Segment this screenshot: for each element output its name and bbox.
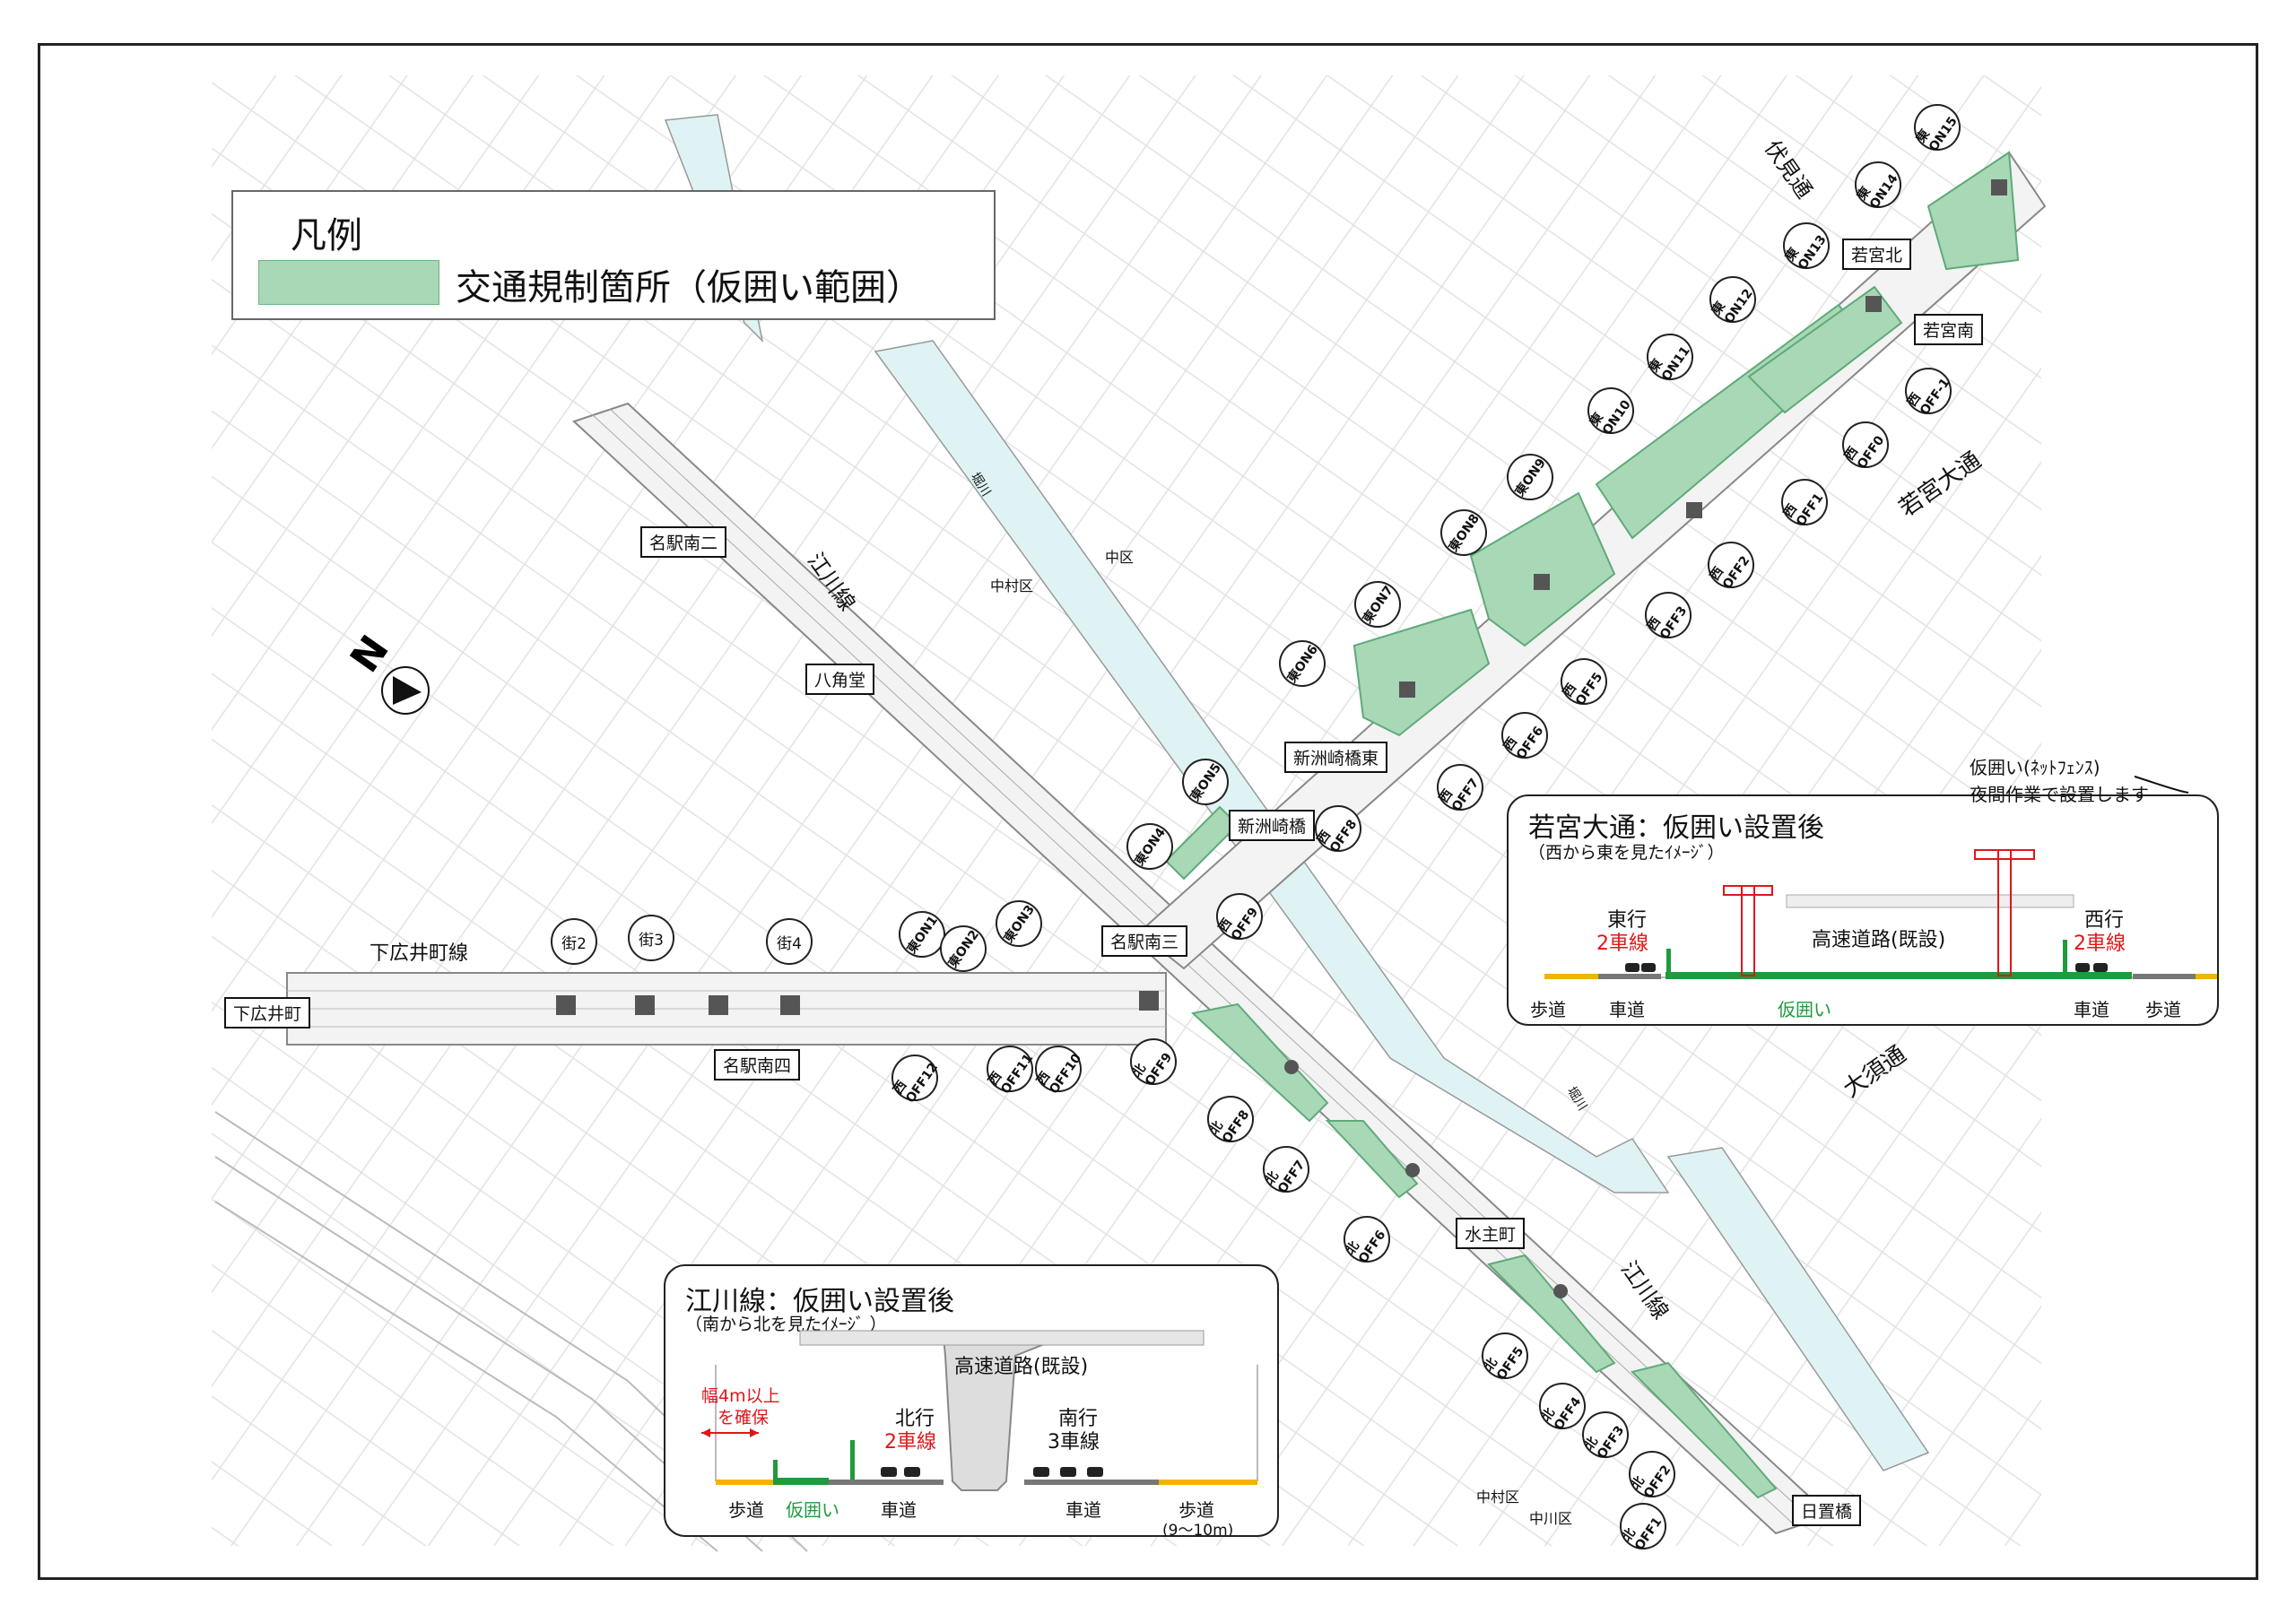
egawa-width-line2: を確保 <box>718 1408 770 1428</box>
legend-swatch <box>258 260 439 305</box>
wakamiya-road-left: 車道 <box>1609 999 1645 1020</box>
callout-fence-type: 仮囲い(ﾈｯﾄﾌｪﾝｽ) <box>1970 757 2100 778</box>
intersection-meieki-minami2: 名駅南二 <box>640 526 727 558</box>
intersection-shinsuzaki-higashi: 新洲崎橋東 <box>1284 742 1388 773</box>
structures <box>556 179 2007 1298</box>
egawa-sidewalk-left: 歩道 <box>728 1499 764 1521</box>
legend: 凡例 交通規制箇所（仮囲い範囲） <box>231 190 996 320</box>
wakamiya-road-right: 車道 <box>2074 999 2109 1020</box>
egawa-panel-title: 江川線：仮囲い設置後 <box>685 1286 954 1317</box>
egawa-expressway-label: 高速道路(既設) <box>954 1356 1089 1378</box>
westbound-label: 西行 <box>2084 909 2125 932</box>
wakamiya-expressway-label: 高速道路(既設) <box>1812 929 1946 951</box>
southbound-label: 南行 <box>1058 1408 1099 1430</box>
eastbound-lanes: 2車線 <box>1596 933 1648 955</box>
marker-street2: 街2 <box>551 918 597 965</box>
compass-icon <box>381 666 430 715</box>
egawa-cross-section <box>701 1330 1258 1491</box>
marker-street3: 街3 <box>628 915 674 961</box>
intersection-mizunushi: 水主町 <box>1456 1218 1526 1249</box>
egawa-sidewalk-right: 歩道 <box>1178 1499 1214 1521</box>
egawa-road-right: 車道 <box>1065 1499 1101 1521</box>
northbound-label: 北行 <box>895 1408 935 1430</box>
wakamiya-sidewalk-left: 歩道 <box>1530 999 1566 1020</box>
legend-item-label: 交通規制箇所（仮囲い範囲） <box>456 267 922 308</box>
wakamiya-cross-section <box>1544 849 2217 979</box>
eastbound-label: 東行 <box>1607 909 1648 932</box>
ward-nakamura: 中村区 <box>990 577 1034 595</box>
intersection-hioki: 日置橋 <box>1792 1495 1862 1526</box>
egawa-panel-subtitle: （南から北を見たｲﾒｰｼﾞ ） <box>685 1315 887 1334</box>
intersection-meieki-minami4: 名駅南四 <box>714 1049 801 1081</box>
intersection-wakamiya-kita: 若宮北 <box>1842 239 1912 270</box>
road-name-shimohiroi: 下広井町線 <box>370 942 469 965</box>
intersection-wakamiya-minami: 若宮南 <box>1914 314 1984 345</box>
egawa-width-line1: 幅4m以上 <box>701 1386 780 1406</box>
wakamiya-panel-title: 若宮大通：仮囲い設置後 <box>1528 812 1824 844</box>
canal-horikawa <box>874 340 1670 1193</box>
ward-naka: 中区 <box>1105 549 1135 566</box>
regulated-areas <box>1164 151 2020 1499</box>
intersection-shinsuzaki: 新洲崎橋 <box>1229 810 1316 841</box>
intersection-meieki-minami3: 名駅南三 <box>1101 925 1188 957</box>
northbound-lanes: 2車線 <box>884 1431 936 1454</box>
wakamiya-sidewalk-right: 歩道 <box>2145 999 2181 1020</box>
egawa-sidewalk-width: (9～10m) <box>1162 1522 1234 1540</box>
wakamiya-fence-label: 仮囲い <box>1778 999 1831 1020</box>
wakamiya-section-panel: 若宮大通：仮囲い設置後 （西から東を見たｲﾒｰｼﾞ） 東行 2車線 西行 2車線… <box>1507 794 2219 1026</box>
southbound-lanes: 3車線 <box>1048 1431 1100 1454</box>
map-frame <box>38 43 2258 1580</box>
egawa-fence-label: 仮囲い <box>786 1499 839 1521</box>
wakamiya-panel-subtitle: （西から東を見たｲﾒｰｼﾞ） <box>1528 843 1725 863</box>
legend-title: 凡例 <box>291 215 362 256</box>
westbound-lanes: 2車線 <box>2074 933 2126 955</box>
intersection-shimohiroicho: 下広井町 <box>224 997 311 1028</box>
callout-night-work: 夜間作業で設置します <box>1970 784 2149 805</box>
intersection-hakkakudo: 八角堂 <box>805 664 875 695</box>
egawa-section-panel: 江川線：仮囲い設置後 （南から北を見たｲﾒｰｼﾞ ） 高速道路(既設) 幅4m以… <box>664 1264 1279 1540</box>
egawa-road-left: 車道 <box>881 1499 917 1521</box>
canal-south <box>1666 1147 1930 1471</box>
ward-nakamura-south: 中村区 <box>1476 1488 1520 1506</box>
marker-street4: 街4 <box>766 918 813 965</box>
ward-nakagawa: 中川区 <box>1529 1510 1573 1527</box>
